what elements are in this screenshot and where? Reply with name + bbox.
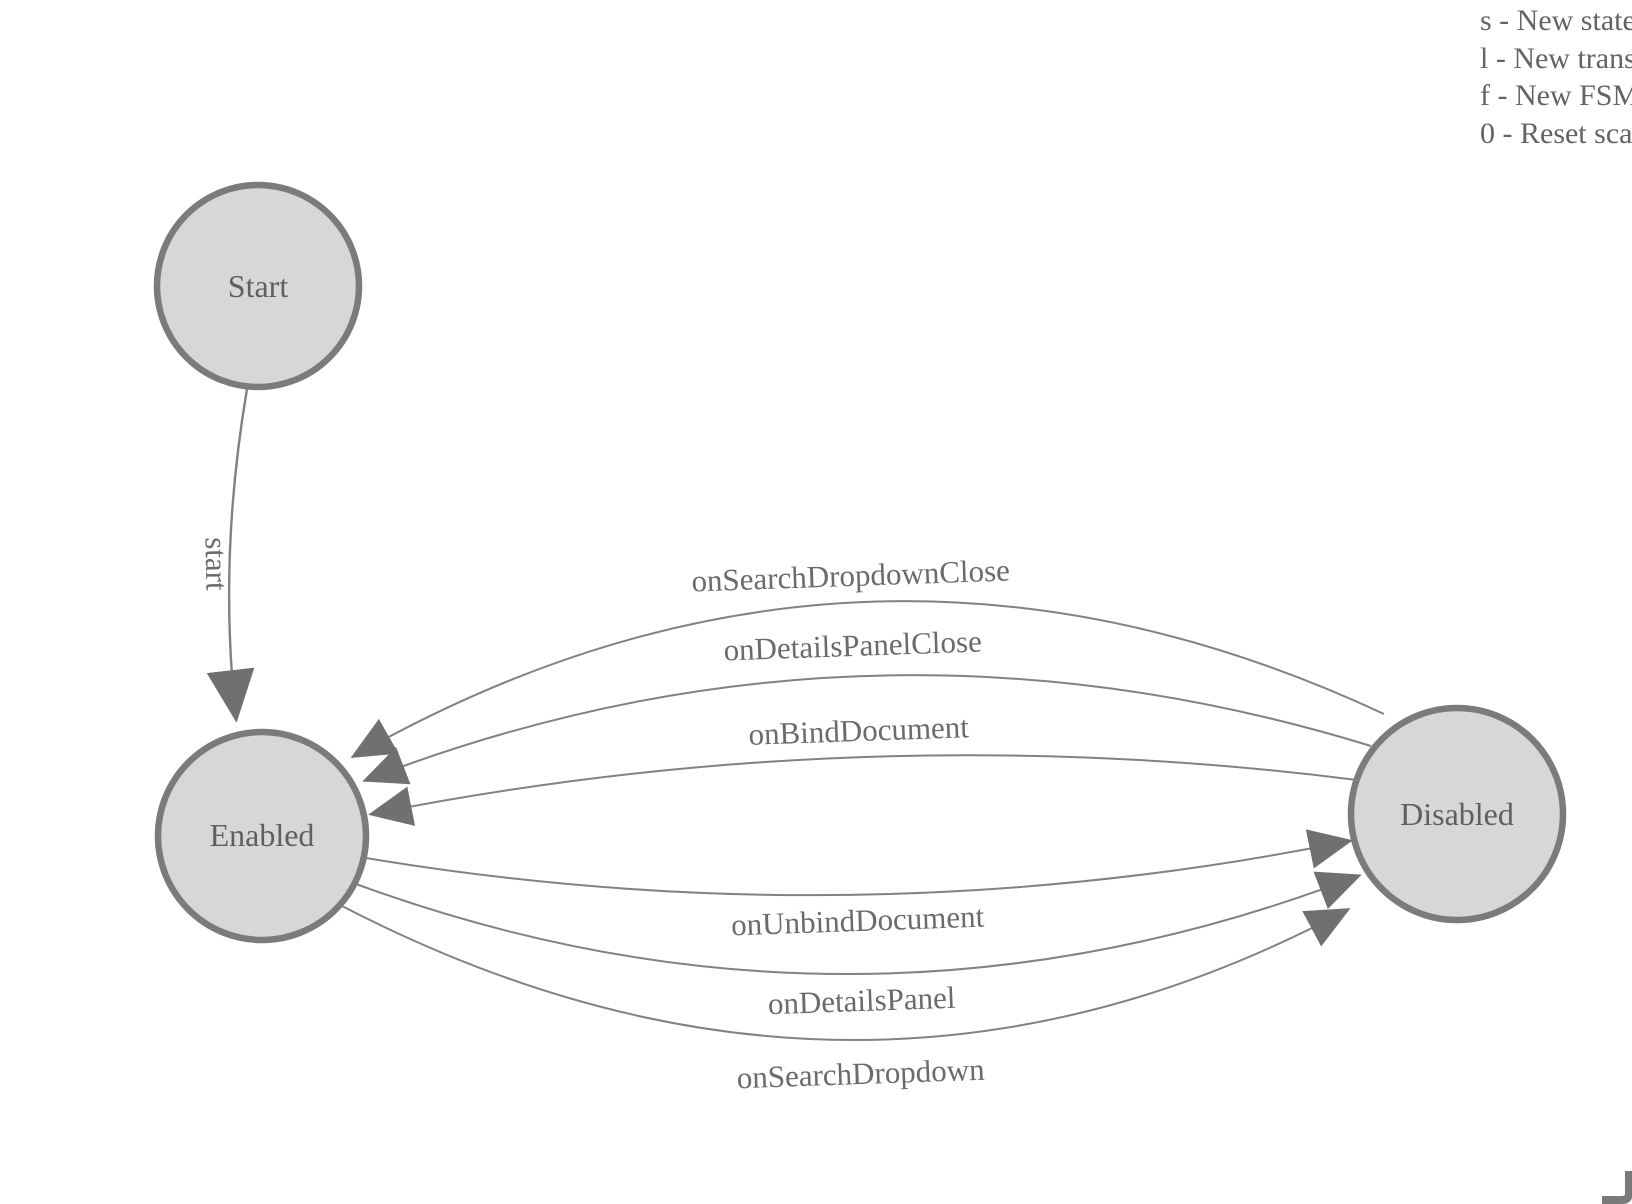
transition-path-onsearchdropdown[interactable] (341, 905, 1351, 1041)
transition-label-start[interactable]: start (199, 537, 235, 591)
transition-path-ondetailspanelclose[interactable] (362, 674, 1372, 785)
shortcut-help-panel: s - New state l - New transition f - New… (1480, 2, 1632, 152)
help-line-new-fsm: f - New FSM (1480, 79, 1632, 112)
state-label-start: Start (228, 268, 289, 304)
transition-path-start[interactable] (206, 388, 255, 723)
transition-label-ondetailspanelclose[interactable]: onDetailsPanelClose (723, 624, 982, 668)
transition-label-onbinddocument[interactable]: onBindDocument (748, 709, 970, 752)
transition-path-onunbinddocument[interactable] (365, 829, 1353, 897)
state-node-enabled[interactable] (154, 728, 370, 944)
transition-label-onunbinddocument[interactable]: onUnbindDocument (731, 899, 986, 943)
state-label-disabled: Disabled (1400, 796, 1514, 832)
transition-label-ondetailspanel[interactable]: onDetailsPanel (767, 980, 956, 1022)
transition-path-ondetailspanel[interactable] (355, 871, 1362, 976)
state-label-enabled: Enabled (210, 817, 315, 853)
transition-label-onsearchdropdown[interactable]: onSearchDropdown (736, 1052, 986, 1096)
transition-label-onsearchdropdownclose[interactable]: onSearchDropdownClose (691, 552, 1011, 598)
transition-path-onsearchdropdownclose[interactable] (350, 600, 1385, 758)
canvas-corner-bracket (1602, 1171, 1632, 1204)
help-line-new-transition: l - New transition (1480, 41, 1632, 75)
state-node-start[interactable] (153, 181, 363, 391)
help-line-new-state: s - New state (1480, 4, 1632, 37)
help-line-reset-scale: 0 - Reset scale (1480, 116, 1632, 150)
transition-path-onbinddocument[interactable] (368, 754, 1358, 826)
state-node-disabled[interactable] (1347, 704, 1567, 924)
